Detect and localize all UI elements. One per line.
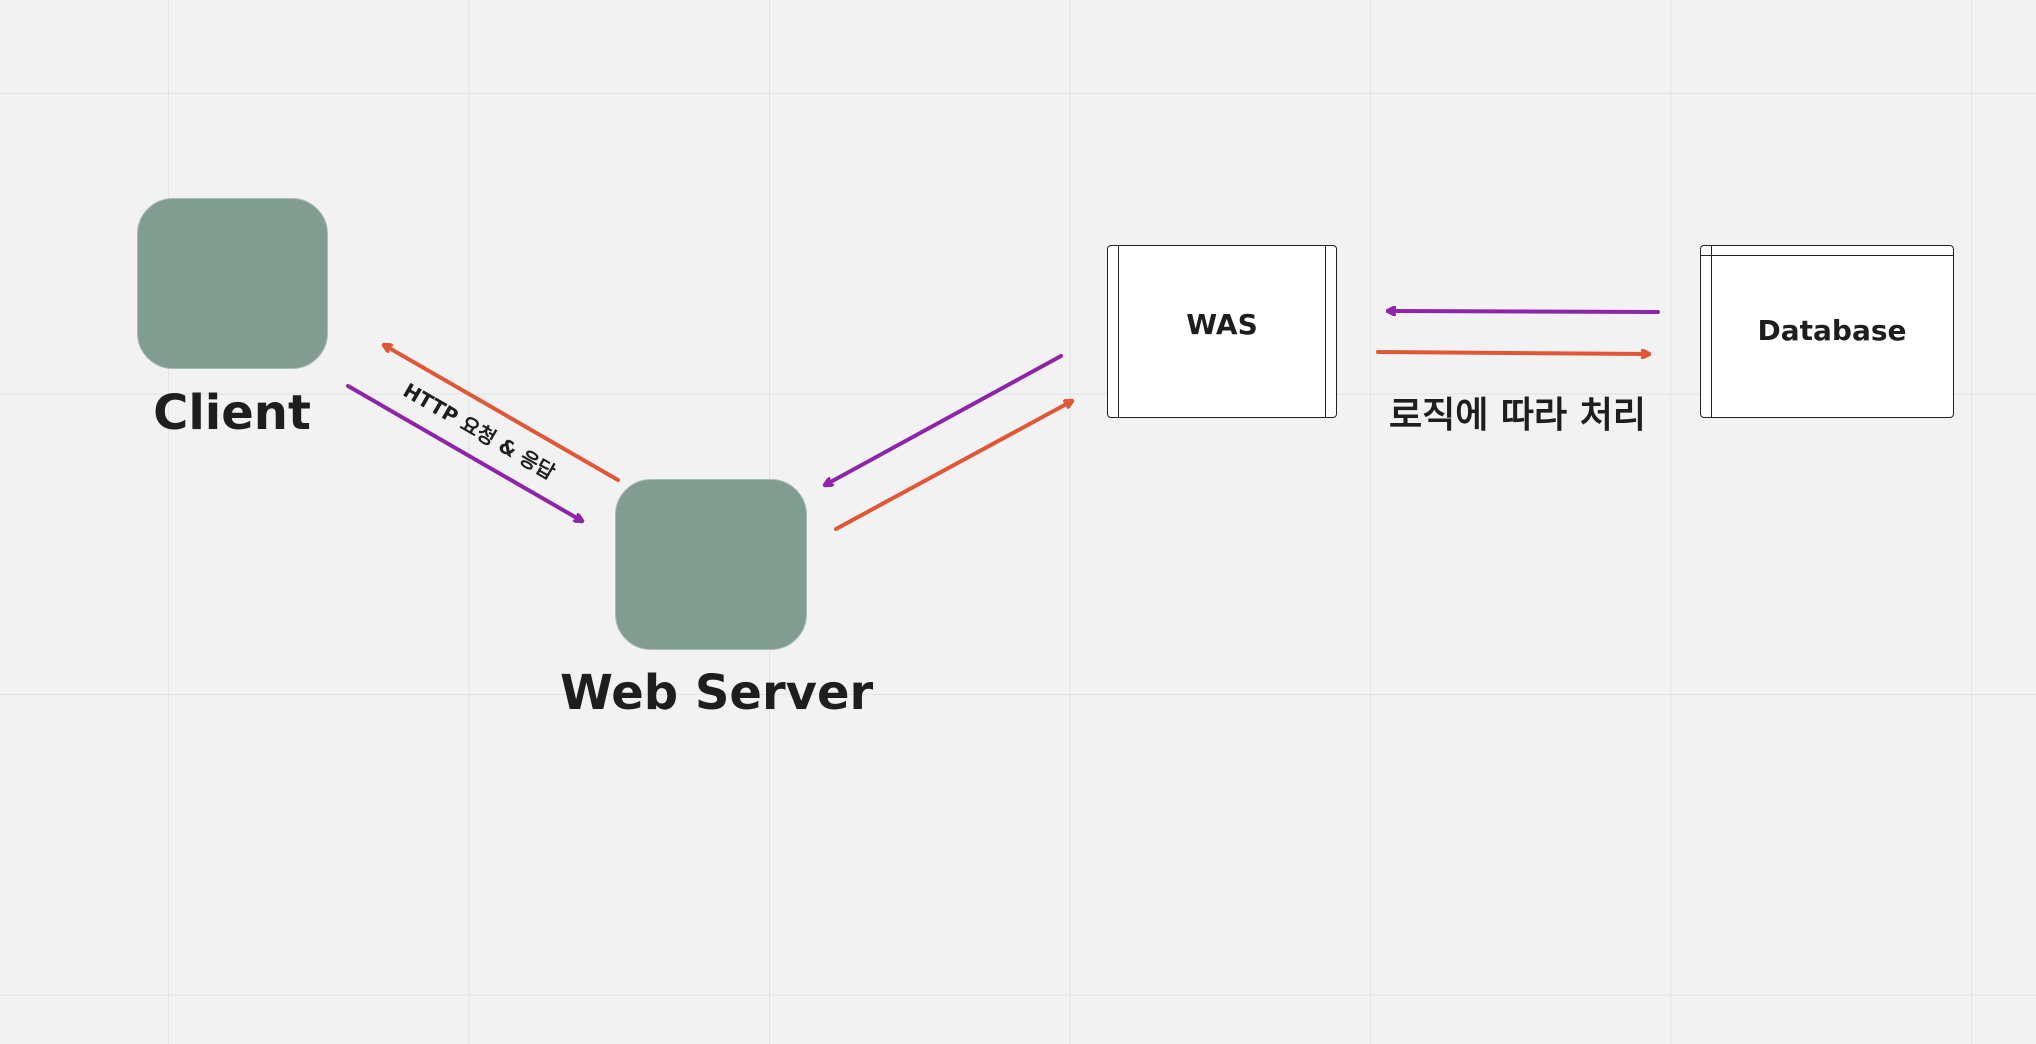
database-node[interactable]: Database [1700, 245, 1954, 418]
was-left-border-line [1118, 246, 1119, 417]
logic-edge-label: 로직에 따라 처리 [1389, 395, 1646, 436]
was-node[interactable]: WAS [1107, 245, 1337, 418]
arrow-webserver-to-was [834, 401, 1072, 531]
arrow-was-to-webserver [825, 354, 1063, 485]
arrow-database-to-was [1388, 311, 1660, 312]
web-server-label: Web Server [560, 665, 874, 721]
database-top-border-line [1701, 255, 1953, 256]
arrow-was-to-database [1376, 352, 1649, 354]
client-label: Client [153, 385, 311, 441]
web-server-node[interactable] [615, 479, 807, 650]
was-label: WAS [1186, 308, 1258, 341]
database-left-border-line [1711, 246, 1712, 417]
was-right-border-line [1325, 246, 1326, 417]
database-label: Database [1757, 314, 1907, 347]
arrow-webserver-to-client [384, 345, 620, 482]
arrow-client-to-webserver [346, 384, 582, 521]
client-node[interactable] [137, 198, 328, 369]
